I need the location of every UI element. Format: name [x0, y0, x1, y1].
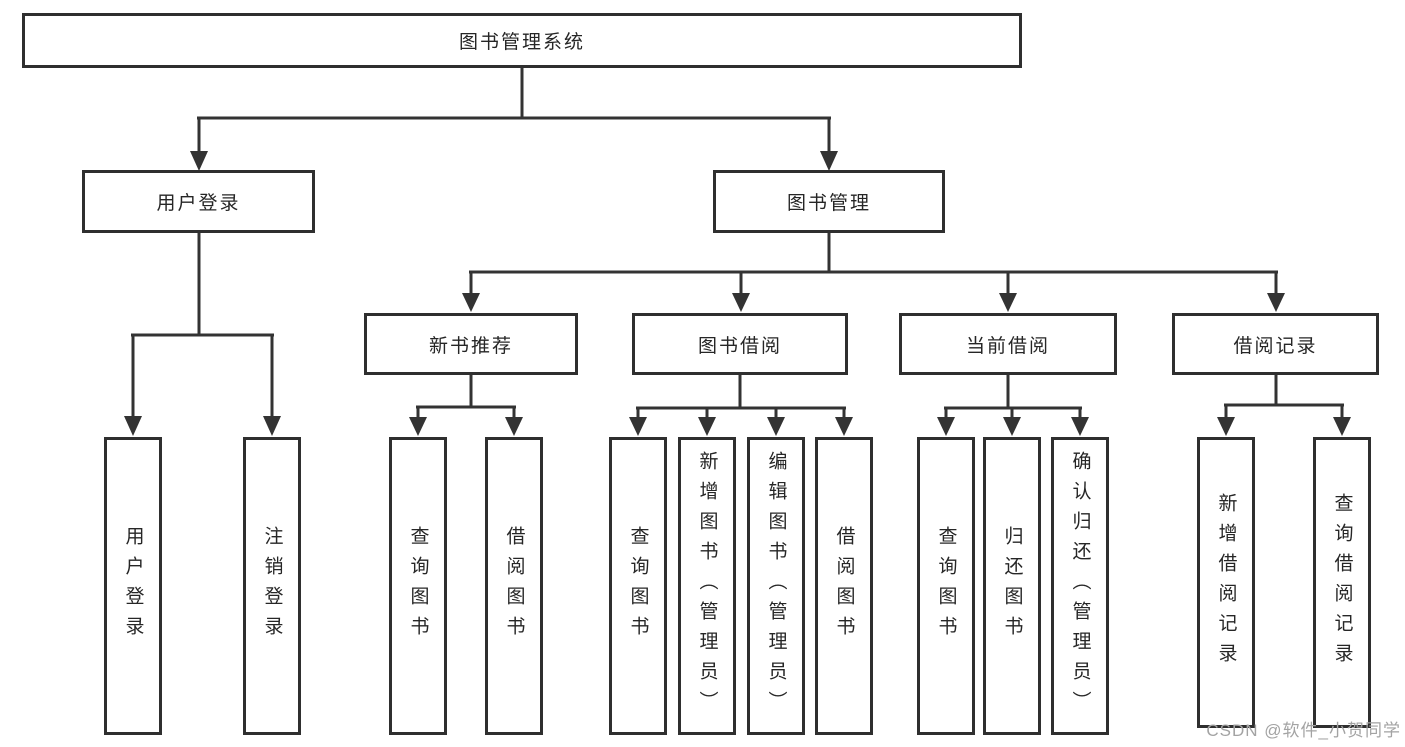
leaf-borrow-book-2: 借阅图书 [815, 437, 873, 735]
leaf-edit-book-admin: 编辑图书（管理员） [747, 437, 805, 735]
node-label: 归还图书 [1001, 526, 1023, 646]
leaf-return-book: 归还图书 [983, 437, 1041, 735]
connector-root-to-level2 [190, 68, 838, 171]
node-label: 编辑图书（管理员） [765, 451, 787, 721]
leaf-logout: 注销登录 [243, 437, 301, 735]
node-label: 当前借阅 [965, 335, 1050, 357]
node-label: 新增图书（管理员） [696, 451, 718, 721]
node-label: 新增借阅记录 [1215, 492, 1237, 673]
connector-user-login-branch [124, 233, 281, 436]
leaf-borrow-book-1: 借阅图书 [485, 437, 543, 735]
node-root-system: 图书管理系统 [22, 13, 1022, 68]
connector-new-book-branch [409, 375, 523, 436]
leaf-add-book-admin: 新增图书（管理员） [678, 437, 736, 735]
node-label: 图书借阅 [697, 335, 782, 357]
node-label: 查询借阅记录 [1331, 492, 1353, 673]
node-label: 确认归还（管理员） [1069, 451, 1091, 721]
leaf-query-book-2: 查询图书 [609, 437, 667, 735]
leaf-add-borrow-record: 新增借阅记录 [1197, 437, 1255, 728]
node-label: 注销登录 [261, 526, 283, 646]
node-current-borrow: 当前借阅 [899, 313, 1117, 375]
node-user-login: 用户登录 [82, 170, 315, 233]
node-borrow-record: 借阅记录 [1172, 313, 1379, 375]
connector-borrow-record-branch [1217, 375, 1351, 436]
connector-book-borrow-branch [629, 375, 853, 436]
node-label: 借阅图书 [503, 526, 525, 646]
node-label: 图书管理系统 [458, 32, 585, 53]
node-book-borrow: 图书借阅 [632, 313, 848, 375]
leaf-user-login: 用户登录 [104, 437, 162, 735]
node-label: 用户登录 [122, 526, 144, 646]
leaf-query-book-3: 查询图书 [917, 437, 975, 735]
node-new-book-recommend: 新书推荐 [364, 313, 578, 375]
connector-book-mgmt-to-level3 [462, 233, 1285, 312]
leaf-query-borrow-record: 查询借阅记录 [1313, 437, 1371, 728]
node-label: 借阅图书 [833, 526, 855, 646]
csdn-watermark: CSDN @软件_小贺同学 [1206, 721, 1401, 740]
leaf-query-book-1: 查询图书 [389, 437, 447, 735]
node-label: 新书推荐 [428, 335, 513, 357]
node-label: 图书管理 [786, 193, 871, 214]
connector-current-borrow-branch [937, 375, 1089, 436]
node-book-management: 图书管理 [713, 170, 945, 233]
node-label: 查询图书 [627, 526, 649, 646]
leaf-confirm-return-admin: 确认归还（管理员） [1051, 437, 1109, 735]
node-label: 查询图书 [935, 526, 957, 646]
node-label: 查询图书 [407, 526, 429, 646]
node-label: 借阅记录 [1233, 335, 1318, 357]
node-label: 用户登录 [156, 193, 241, 214]
